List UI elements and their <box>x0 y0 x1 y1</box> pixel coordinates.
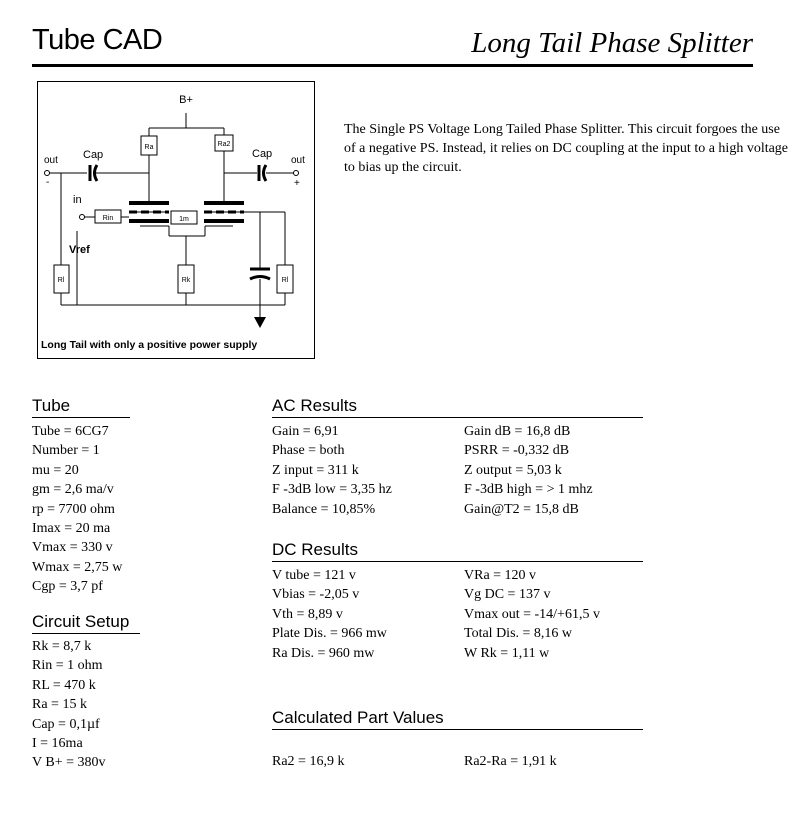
label-supply: B+ <box>179 94 193 106</box>
result-line: Gain@T2 = 15,8 dB <box>464 501 579 517</box>
spec-line: I = 16ma <box>32 735 83 751</box>
spec-line: Imax = 20 ma <box>32 520 111 536</box>
document-title: Long Tail Phase Splitter <box>471 27 753 59</box>
spec-line: Vmax = 330 v <box>32 540 113 556</box>
spec-line: gm = 2,6 ma/v <box>32 482 114 498</box>
label-vref: Vref <box>69 244 90 256</box>
section-title-dc: DC Results <box>272 540 643 562</box>
label-out-right-sign: + <box>294 178 300 189</box>
schematic-diagram: B+ out - Cap Cap out + in Vref Ra Ra2 Ri… <box>37 81 315 359</box>
section-title-calculated: Calculated Part Values <box>272 708 643 730</box>
circuit-specs: Rk = 8,7 k Rin = 1 ohm RL = 470 k Ra = 1… <box>32 637 106 773</box>
label-cap-left: Cap <box>83 149 103 161</box>
spec-line: Wmax = 2,75 w <box>32 559 123 575</box>
label-rl-left: Rl <box>58 277 65 284</box>
label-input: in <box>73 194 82 206</box>
spec-line: Rk = 8,7 k <box>32 639 92 654</box>
result-line: Ra2-Ra = 1,91 k <box>464 754 557 769</box>
result-line: Vth = 8,89 v <box>272 606 343 622</box>
spec-line: V B+ = 380v <box>32 755 106 771</box>
result-line: Total Dis. = 8,16 w <box>464 626 573 642</box>
calc-values-left: Ra2 = 16,9 k <box>272 752 344 771</box>
result-line: F -3dB high = > 1 mhz <box>464 482 593 498</box>
result-line: Z input = 311 k <box>272 462 359 478</box>
result-line: Phase = both <box>272 443 345 459</box>
tube-specs: Tube = 6CG7 Number = 1 mu = 20 gm = 2,6 … <box>32 422 122 597</box>
spec-line: Number = 1 <box>32 443 100 459</box>
result-line: Plate Dis. = 966 mw <box>272 626 387 642</box>
spec-line: Rin = 1 ohm <box>32 658 103 674</box>
label-cap-right: Cap <box>252 148 272 160</box>
brand-title: Tube CAD <box>32 24 163 56</box>
label-out-right: out <box>291 155 305 166</box>
ground-symbol <box>254 317 266 328</box>
spec-line: Tube = 6CG7 <box>32 424 109 439</box>
result-line: Ra2 = 16,9 k <box>272 754 345 769</box>
output-terminals <box>44 170 299 220</box>
result-line: Vg DC = 137 v <box>464 587 551 603</box>
result-line: Gain dB = 16,8 dB <box>464 424 571 439</box>
label-ra: Ra <box>145 144 154 151</box>
result-line: Z output = 5,03 k <box>464 462 562 478</box>
label-rl-right: Rl <box>282 277 289 284</box>
intro-paragraph: The Single PS Voltage Long Tailed Phase … <box>344 122 789 175</box>
bypass-capacitor <box>249 267 271 281</box>
dc-results-right: VRa = 120 v Vg DC = 137 v Vmax out = -14… <box>464 566 600 663</box>
spec-line: rp = 7700 ohm <box>32 501 115 517</box>
spec-line: Cgp = 3,7 pf <box>32 579 103 595</box>
schematic-caption: Long Tail with only a positive power sup… <box>41 339 257 351</box>
label-rk: Rk <box>182 277 191 284</box>
result-line: Ra Dis. = 960 mw <box>272 645 375 661</box>
tube-electrodes <box>129 201 244 223</box>
section-title-ac: AC Results <box>272 396 643 418</box>
calc-values-right: Ra2-Ra = 1,91 k <box>464 752 557 771</box>
dc-results-left: V tube = 121 v Vbias = -2,05 v Vth = 8,8… <box>272 566 387 663</box>
spec-line: RL = 470 k <box>32 677 96 693</box>
ac-results-left: Gain = 6,91 Phase = both Z input = 311 k… <box>272 422 392 519</box>
label-rin: Rin <box>103 215 114 222</box>
label-center: 1m <box>179 216 189 223</box>
label-out-left-sign: - <box>46 177 49 188</box>
schematic-labels: B+ out - Cap Cap out + in Vref Ra Ra2 Ri… <box>41 94 305 351</box>
result-line: W Rk = 1,11 w <box>464 645 550 661</box>
result-line: Vbias = -2,05 v <box>272 587 360 603</box>
result-line: F -3dB low = 3,35 hz <box>272 482 392 498</box>
section-title-circuit: Circuit Setup <box>32 612 140 634</box>
section-title-tube: Tube <box>32 396 130 418</box>
resistors <box>53 134 294 294</box>
result-line: PSRR = -0,332 dB <box>464 443 570 459</box>
header-rule <box>32 64 753 67</box>
spec-line: Cap = 0,1µf <box>32 716 100 732</box>
spec-line: Ra = 15 k <box>32 697 87 713</box>
ac-results-right: Gain dB = 16,8 dB PSRR = -0,332 dB Z out… <box>464 422 593 519</box>
label-ra2: Ra2 <box>218 141 231 148</box>
result-line: Balance = 10,85% <box>272 501 376 517</box>
label-out-left: out <box>44 155 58 166</box>
result-line: V tube = 121 v <box>272 568 356 583</box>
result-line: VRa = 120 v <box>464 568 537 583</box>
result-line: Gain = 6,91 <box>272 424 339 439</box>
spec-line: mu = 20 <box>32 462 79 478</box>
coupling-capacitors <box>88 164 268 182</box>
result-line: Vmax out = -14/+61,5 v <box>464 606 600 622</box>
